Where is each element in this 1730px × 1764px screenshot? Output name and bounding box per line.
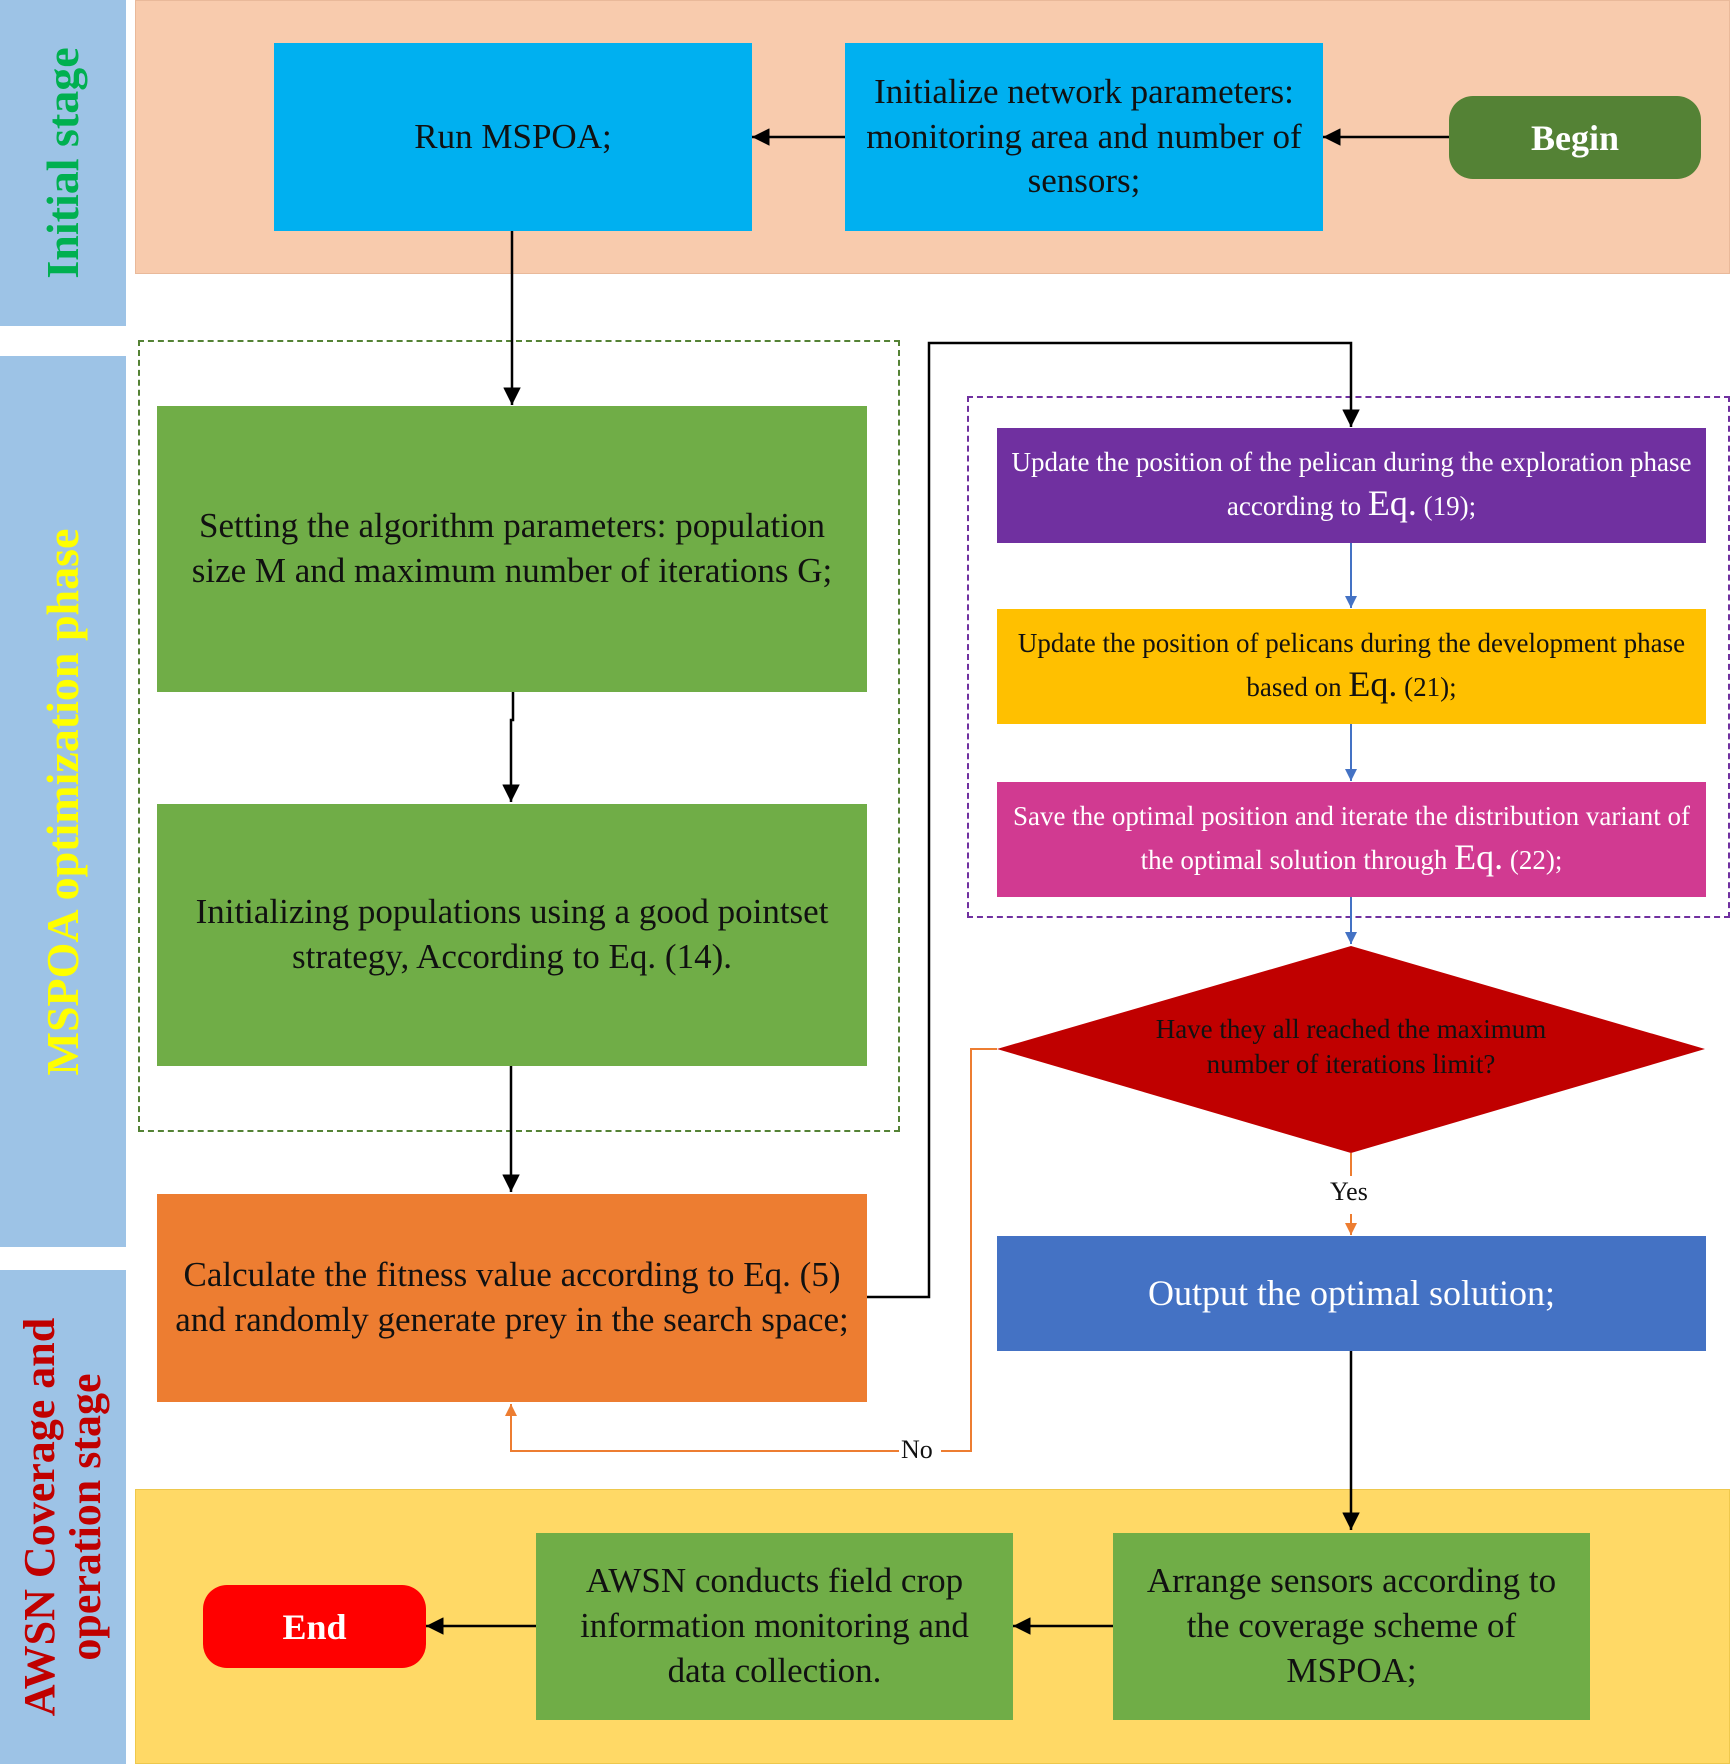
calc-fitness-label: Calculate the fitness value according to… [175,1255,849,1339]
update-exploration-ref: (19); [1416,490,1477,521]
begin-label: Begin [1530,117,1619,158]
end-node: End [203,1585,426,1668]
awsn-monitoring-label: AWSN conducts field crop information mon… [580,1561,969,1690]
arrange-sensors-label: Arrange sensors according to the coverag… [1146,1561,1557,1690]
init-network-label: Initialize network parameters: monitorin… [866,71,1302,201]
save-optimal-ref: (22); [1503,844,1563,875]
save-optimal-eq: Eq. [1454,836,1504,877]
optimization-group-border [138,340,900,1132]
edge-label-yes: Yes [1328,1177,1370,1207]
update-development-text: Update the position of pelicans during t… [1017,628,1686,702]
output-optimal-label: Output the optimal solution; [1148,1273,1555,1314]
update-group-border [967,396,1730,918]
save-optimal-label: Save the optimal position and iterate th… [1011,799,1692,880]
stage-bar-optimization: MSPOA optimization phase [0,356,126,1247]
awsn-monitoring-box: AWSN conducts field crop information mon… [536,1533,1013,1720]
update-development-box: Update the position of pelicans during t… [997,609,1706,724]
update-exploration-label: Update the position of the pelican durin… [1011,445,1692,526]
arrange-sensors-box: Arrange sensors according to the coverag… [1113,1533,1590,1720]
decision-label: Have they all reached the maximum number… [1097,1012,1605,1082]
save-optimal-box: Save the optimal position and iterate th… [997,782,1706,897]
update-development-eq: Eq. [1348,663,1398,704]
update-exploration-eq: Eq. [1367,482,1417,523]
edge-label-no: No [899,1435,935,1465]
decision-line1: Have they all reached the maximum [1155,1014,1547,1044]
output-optimal-box: Output the optimal solution; [997,1236,1706,1351]
run-mspoa-box: Run MSPOA; [274,43,752,231]
update-exploration-box: Update the position of the pelican durin… [997,428,1706,543]
init-populations-box: Initializing populations using a good po… [157,804,867,1066]
arrow-params-to-init-pop [502,692,520,802]
update-development-ref: (21); [1397,671,1457,702]
set-params-label: Setting the algorithm parameters: popula… [191,506,833,590]
init-populations-label: Initializing populations using a good po… [195,892,829,976]
stage-bar-coverage: AWSN Coverage and operation stage [0,1270,126,1764]
decision-diamond [997,946,1705,1153]
decision-line2: number of iterations limit? [1206,1049,1496,1080]
run-mspoa-label: Run MSPOA; [414,116,612,156]
update-development-label: Update the position of pelicans during t… [1011,626,1692,707]
init-network-box: Initialize network parameters: monitorin… [845,43,1323,231]
arrow-fitness-to-exploration [866,341,1360,1299]
stage-bar-initial: Initial stage [0,0,126,326]
set-params-box: Setting the algorithm parameters: popula… [157,406,867,692]
begin-node: Begin [1449,96,1701,179]
end-label: End [282,1606,347,1647]
save-optimal-text: Save the optimal position and iterate th… [1012,801,1691,875]
arrow-decision-no [505,1048,997,1452]
update-exploration-text: Update the position of the pelican durin… [1011,447,1692,521]
calc-fitness-box: Calculate the fitness value according to… [157,1194,867,1402]
